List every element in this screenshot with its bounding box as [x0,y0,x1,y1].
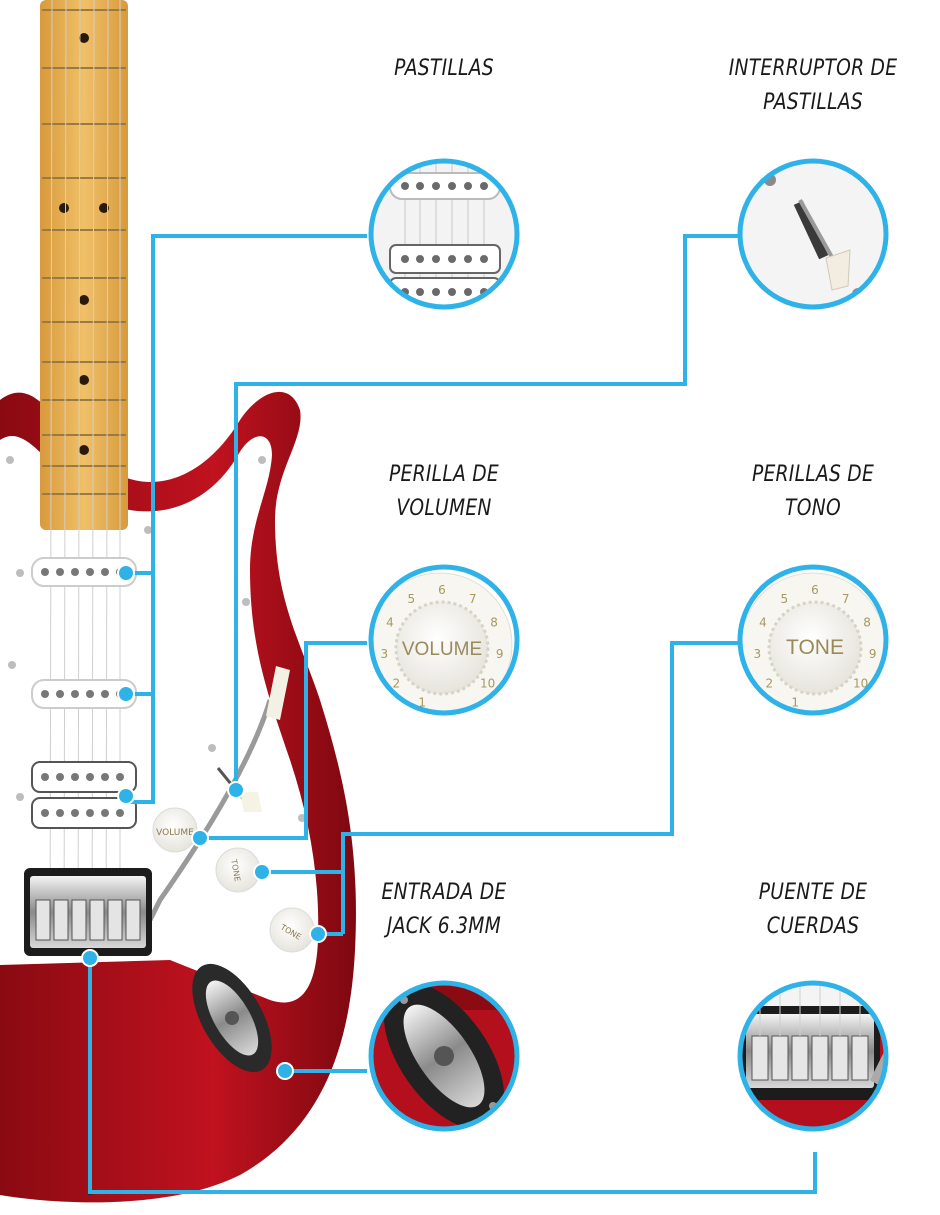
knob-number: 3 [380,647,388,661]
svg-text:TONE: TONE [229,858,242,882]
label-interruptor-line-1: INTERRUPTOR DE [728,56,898,81]
knob-number: 3 [753,647,761,661]
knob-number: 4 [386,616,394,630]
label-tono-line-1: PERILLAS DE [751,462,875,487]
knob-number: 10 [853,677,868,691]
label-interruptor-line-2: PASTILLAS [763,90,863,115]
label-volumen-line-1: PERILLA DE [389,462,499,487]
svg-text:VOLUME: VOLUME [156,828,194,838]
label-tono-line-2: TONO [785,496,841,521]
zoom-tone-knob: 1 2 3 45 6 78 9 10 TONE [737,564,889,716]
callout-lines [88,234,817,1194]
knob-number: 7 [469,592,477,606]
label-volumen-line-2: VOLUMEN [396,496,492,521]
callout-dots [81,564,327,1080]
label-jack-line-2: JACK 6.3MM [386,914,502,939]
label-jack: ENTRADA DE JACK 6.3MM [359,876,529,944]
line-pickups [128,234,367,804]
line-tone [262,641,740,874]
label-puente-line-2: CUERDAS [766,914,860,939]
knob-number: 8 [863,616,871,630]
knob-number: 1 [791,696,799,710]
knob-number: 1 [418,696,426,710]
knob-number: 5 [407,592,415,606]
zoom-pickups [368,158,520,310]
label-volumen: PERILLA DE VOLUMEN [359,458,529,526]
label-pastillas: PASTILLAS [359,52,529,86]
label-interruptor: INTERRUPTOR DE PASTILLAS [711,52,915,120]
knob-number: 4 [759,616,767,630]
zoom-bridge [737,980,889,1132]
knob-number: 7 [842,592,850,606]
tone-knob-numbers: 1 2 3 45 6 78 9 10 [753,583,876,710]
label-puente-line-1: PUENTE DE [758,880,868,905]
volume-knob-label: VOLUME [402,639,482,660]
label-puente: PUENTE DE CUERDAS [728,876,898,944]
knob-number: 5 [780,592,788,606]
zoom-volume-knob: 1 2 3 45 6 78 9 10 VOLUME [368,564,520,716]
knob-number: 2 [392,677,400,691]
knob-number: 6 [438,583,446,597]
tone-knob-label: TONE [786,636,844,659]
line-volume [200,641,367,840]
knob-number: 10 [480,677,495,691]
label-tono: PERILLAS DE TONO [728,458,898,526]
line-bridge [88,958,817,1194]
knob-number: 6 [811,583,819,597]
guitar-bridge [24,868,152,956]
knob-number: 8 [490,616,498,630]
label-pastillas-line-1: PASTILLAS [394,56,494,81]
zoom-switch [737,158,889,310]
knob-number: 2 [765,677,773,691]
zoom-jack [368,980,520,1132]
knob-number: 9 [869,647,877,661]
line-switch [234,234,740,792]
knob-number: 9 [496,647,504,661]
volume-knob-numbers: 1 2 3 45 6 78 9 10 [380,583,503,710]
label-jack-line-1: ENTRADA DE [381,880,507,905]
jack-plate [192,963,272,1073]
